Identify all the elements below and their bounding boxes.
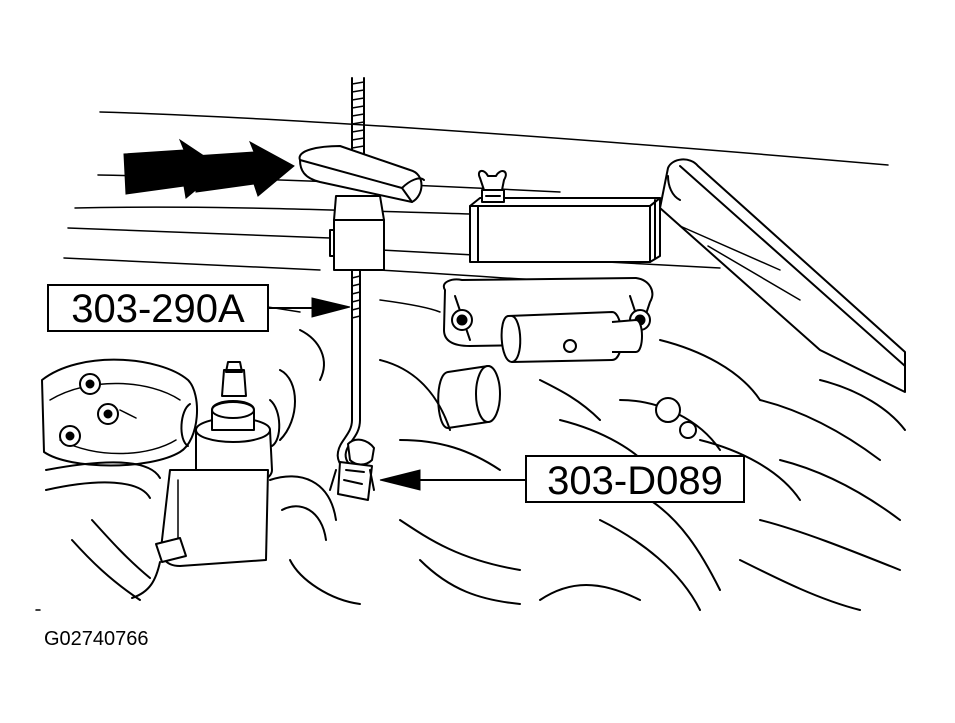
callout-303-D089: 303-D089 [379, 455, 745, 503]
callout-label: 303-D089 [547, 459, 723, 503]
vacuum-canister [437, 365, 501, 429]
callout-303-290A: 303-290A [47, 284, 351, 332]
arrow-head-icon [311, 297, 351, 318]
figure-id: G02740766 [44, 628, 149, 650]
callout-label: 303-290A [71, 287, 245, 331]
wing-nut-icon [478, 170, 507, 203]
arrow-head-icon [379, 469, 421, 491]
electrical-connector [131, 537, 187, 599]
callout-box [47, 284, 269, 332]
fluid-reservoir [160, 361, 281, 567]
tool-303-D089 [329, 438, 375, 501]
strut-tower-brace [659, 158, 906, 393]
solenoid-cylinder [500, 311, 643, 363]
tool-303-290A [298, 77, 425, 475]
hoses-and-wiring [45, 329, 906, 611]
cowl-bracket [469, 197, 661, 263]
strut-mount [41, 358, 198, 467]
callout-box [525, 455, 745, 503]
indicator-arrows [123, 138, 295, 199]
